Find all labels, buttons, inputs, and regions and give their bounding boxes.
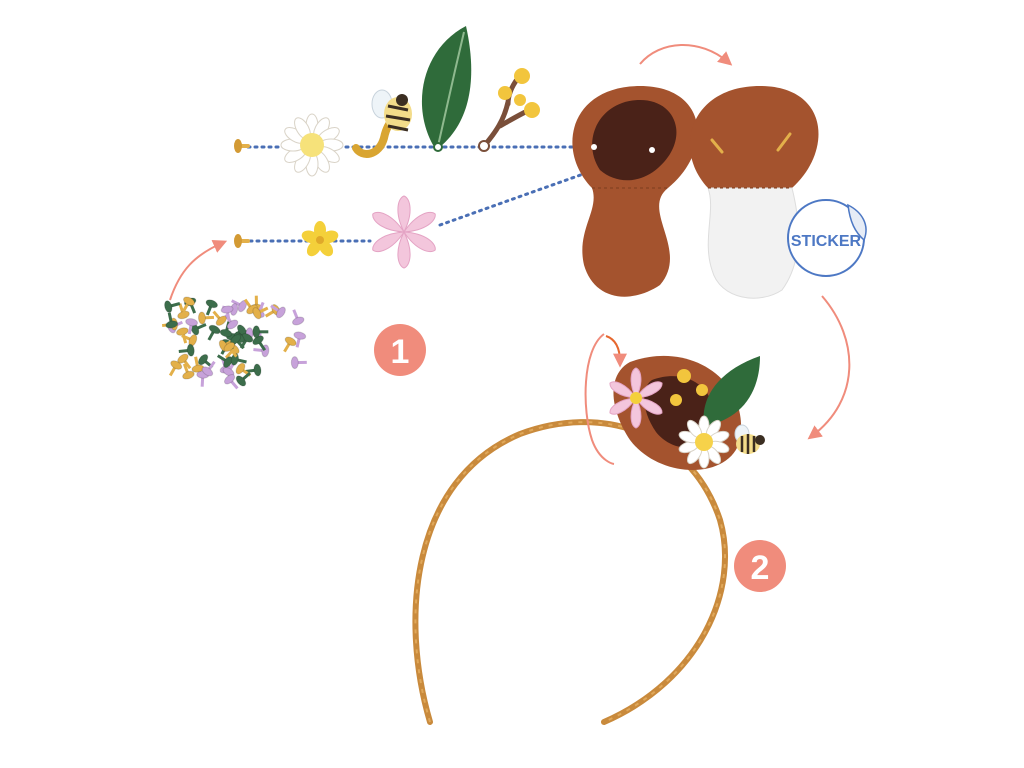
brad-icon bbox=[230, 352, 247, 366]
brad-icon bbox=[224, 313, 239, 330]
brad-icon bbox=[252, 306, 269, 320]
step-1-badge: 1 bbox=[374, 324, 426, 376]
headband bbox=[412, 419, 729, 725]
brad-icon bbox=[252, 325, 269, 339]
brads-pile bbox=[161, 295, 307, 390]
brad-icon bbox=[205, 299, 218, 316]
sticker-label: STICKER bbox=[791, 233, 862, 250]
brad-icon bbox=[216, 354, 233, 368]
brad-icon bbox=[224, 374, 239, 390]
arrow-sticker-to-headband bbox=[807, 295, 851, 440]
step-2-badge: 2 bbox=[734, 540, 786, 592]
brad-icon bbox=[234, 139, 250, 153]
felt-ear-front bbox=[572, 86, 698, 297]
lily-icon bbox=[372, 195, 436, 269]
branch-icon bbox=[478, 68, 540, 152]
brad-icon bbox=[201, 360, 216, 377]
brad-icon bbox=[283, 336, 297, 353]
arrow-pile-to-row bbox=[169, 240, 228, 301]
brad-icon bbox=[235, 371, 252, 387]
brad-icon bbox=[207, 324, 221, 341]
sticker-badge: STICKER bbox=[787, 199, 867, 277]
brad-icon bbox=[168, 360, 183, 377]
brad-icon bbox=[290, 356, 307, 370]
brad-icon bbox=[230, 333, 245, 350]
brad-icon bbox=[165, 312, 179, 329]
brad-icon bbox=[293, 331, 307, 348]
brad-icon bbox=[185, 318, 199, 335]
assembled-ear bbox=[609, 355, 765, 470]
brad-icon bbox=[223, 341, 238, 358]
brad-icon bbox=[177, 303, 190, 320]
top-assembly-row bbox=[234, 26, 596, 177]
bee-icon bbox=[352, 89, 412, 158]
leaf-icon bbox=[421, 26, 472, 152]
brad-icon bbox=[182, 363, 195, 380]
brad-icon bbox=[212, 310, 227, 326]
step-1-number: 1 bbox=[391, 333, 410, 371]
brad-icon bbox=[197, 311, 215, 325]
brad-icon bbox=[181, 296, 196, 313]
brad-icon bbox=[235, 362, 252, 377]
brad-icon bbox=[292, 309, 305, 326]
brad-icon bbox=[190, 323, 207, 336]
arrow-flip-over bbox=[639, 44, 733, 66]
daisy-icon bbox=[280, 113, 344, 177]
step-2-number: 2 bbox=[751, 549, 770, 587]
felt-ear-back bbox=[689, 86, 819, 299]
brad-icon bbox=[245, 363, 262, 377]
brad-icon bbox=[181, 334, 198, 347]
rotate-arrow-icon bbox=[584, 333, 627, 465]
brad-icon bbox=[178, 343, 195, 357]
brad-icon bbox=[164, 300, 181, 313]
small-flower-icon bbox=[301, 221, 339, 257]
brad-icon bbox=[234, 234, 250, 248]
brad-icon bbox=[270, 304, 286, 319]
